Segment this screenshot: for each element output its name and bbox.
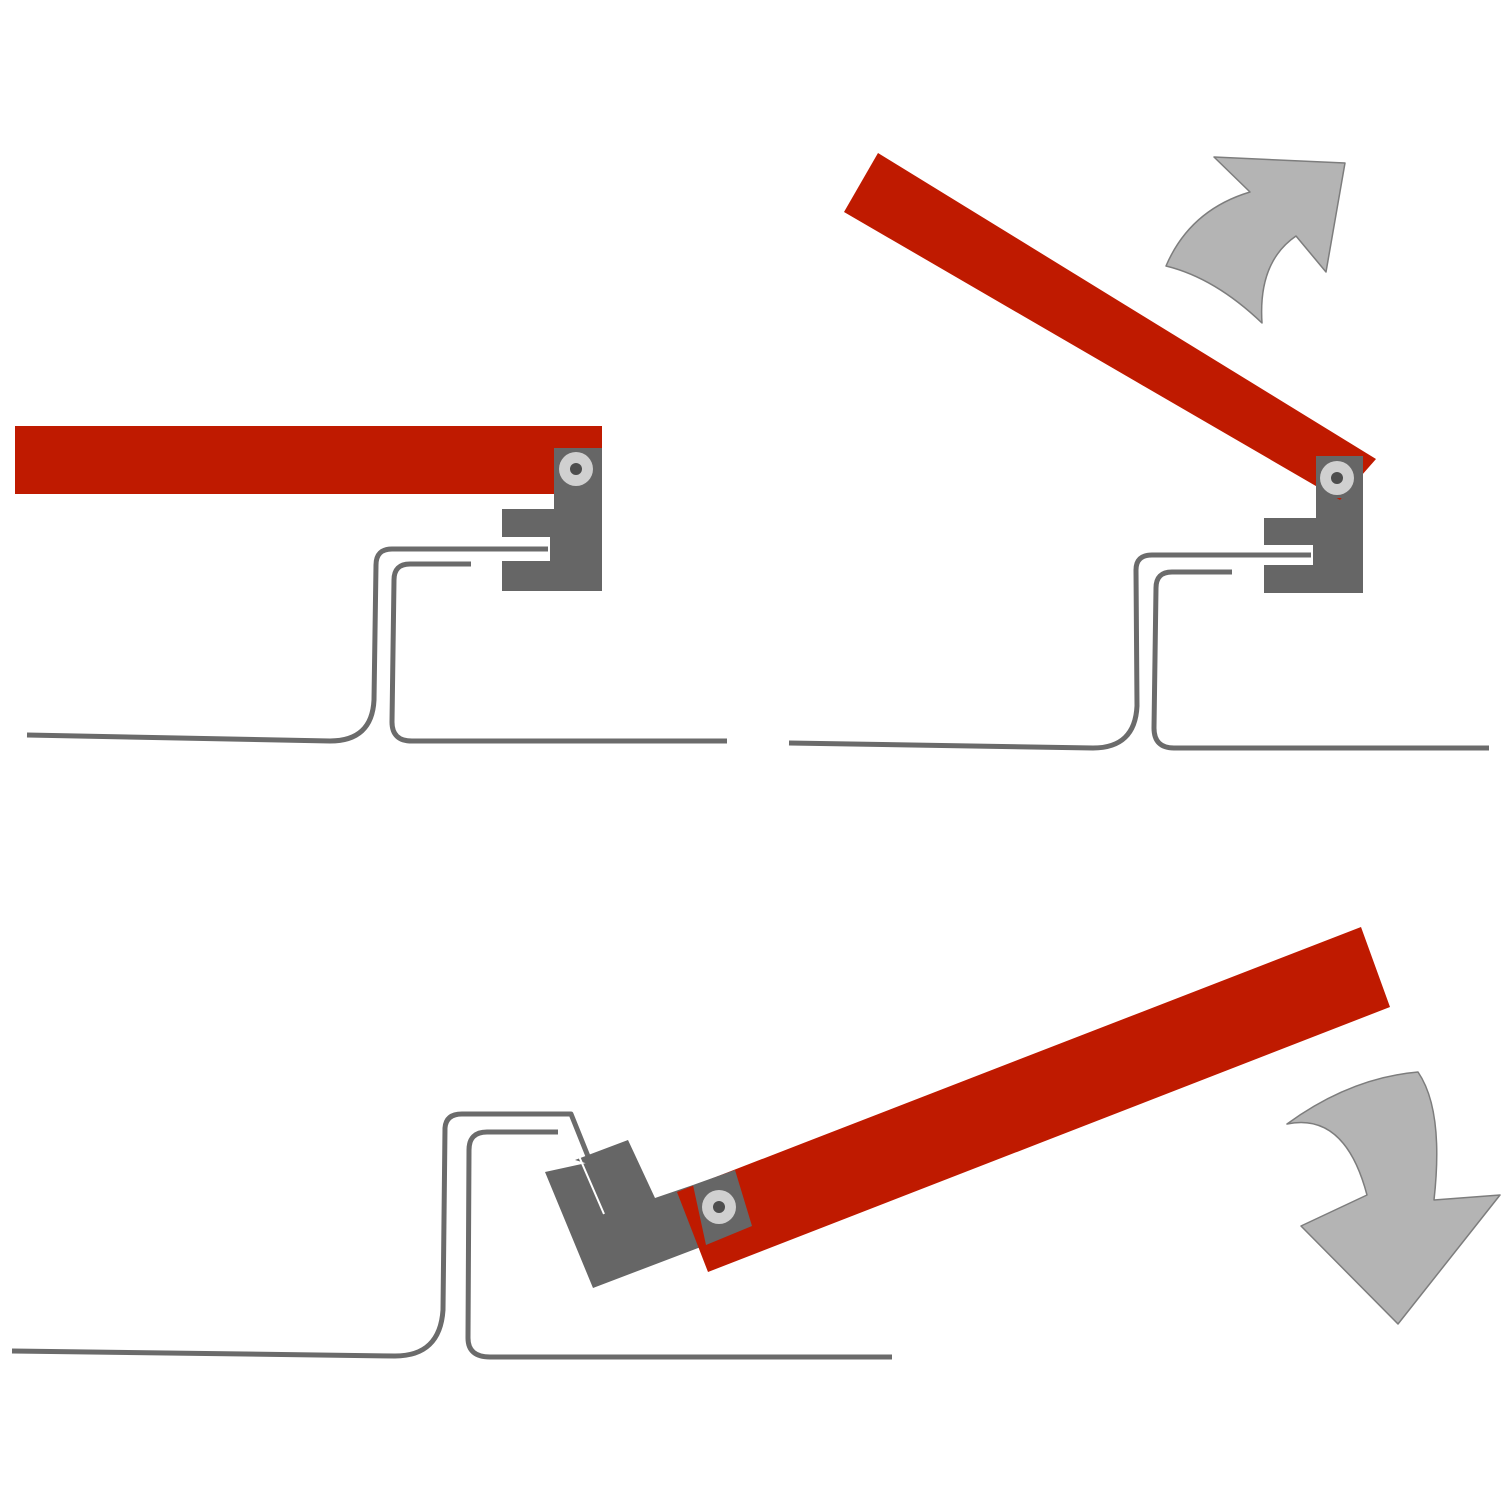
lever-bar [677,927,1390,1272]
standing-seam-sheet [11,1111,892,1360]
lever-bar [15,426,602,494]
clamp-slot-highlights [388,556,1309,1215]
clamp-body [545,1140,706,1288]
stage-removing [11,927,1501,1360]
stage-closed [15,426,727,744]
slot-line [456,1123,605,1215]
lever-bar [844,153,1376,500]
standing-seam-sheet [788,552,1489,751]
curved-arrow-up-right-icon [1165,156,1346,324]
curved-arrow-down-icon [1286,1071,1501,1325]
stage-opening [788,153,1489,751]
pivot-pin-center [1331,472,1343,484]
standing-seam-sheet [26,546,727,744]
pivot-pin-center [713,1201,725,1213]
pivot-pin-center [570,463,582,475]
